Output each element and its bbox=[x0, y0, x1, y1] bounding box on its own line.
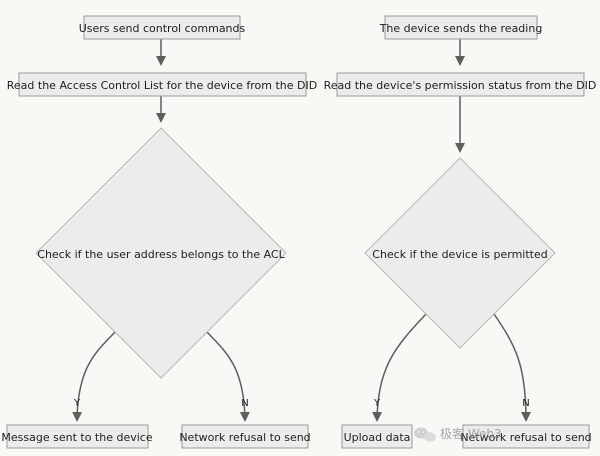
right-decision-label: Check if the device is permitted bbox=[372, 248, 547, 261]
right-read-label: Read the device's permission status from… bbox=[324, 79, 597, 92]
right-no-label: N bbox=[522, 398, 529, 409]
right-start-node: The device sends the reading bbox=[379, 15, 543, 40]
left-start-label: Users send control commands bbox=[79, 22, 246, 35]
right-flow: The device sends the reading Read the de… bbox=[324, 15, 597, 449]
right-decision-node: Check if the device is permitted bbox=[364, 157, 556, 349]
edge-left-decision-yes bbox=[72, 330, 117, 422]
right-start-label: The device sends the reading bbox=[379, 22, 543, 35]
watermark: 极客 Web3 bbox=[414, 426, 502, 442]
left-read-node: Read the Access Control List for the dev… bbox=[7, 72, 317, 97]
left-yes-outcome-node: Message sent to the device bbox=[1, 424, 153, 449]
left-no-outcome-label: Network refusal to send bbox=[179, 431, 310, 444]
edge-left-decision-no bbox=[205, 330, 250, 422]
right-read-node: Read the device's permission status from… bbox=[324, 72, 597, 97]
left-decision-label: Check if the user address belongs to the… bbox=[37, 248, 285, 261]
left-no-label: N bbox=[241, 398, 248, 409]
left-read-label: Read the Access Control List for the dev… bbox=[7, 79, 317, 92]
left-start-node: Users send control commands bbox=[79, 15, 246, 40]
left-flow: Users send control commands Read the Acc… bbox=[1, 15, 317, 449]
left-yes-label: Y bbox=[73, 398, 81, 409]
right-yes-outcome-node: Upload data bbox=[341, 424, 413, 449]
left-no-outcome-node: Network refusal to send bbox=[179, 424, 311, 449]
right-yes-label: Y bbox=[373, 398, 381, 409]
wechat-icon bbox=[414, 427, 436, 442]
watermark-text: 极客 Web3 bbox=[440, 426, 502, 441]
right-no-outcome-node: Network refusal to send bbox=[460, 424, 592, 449]
right-yes-outcome-label: Upload data bbox=[344, 431, 411, 444]
edge-right-decision-yes bbox=[372, 313, 427, 422]
left-decision-node: Check if the user address belongs to the… bbox=[35, 127, 287, 379]
edge-right-decision-no bbox=[493, 313, 531, 422]
left-yes-outcome-label: Message sent to the device bbox=[1, 431, 152, 444]
right-no-outcome-label: Network refusal to send bbox=[460, 431, 591, 444]
